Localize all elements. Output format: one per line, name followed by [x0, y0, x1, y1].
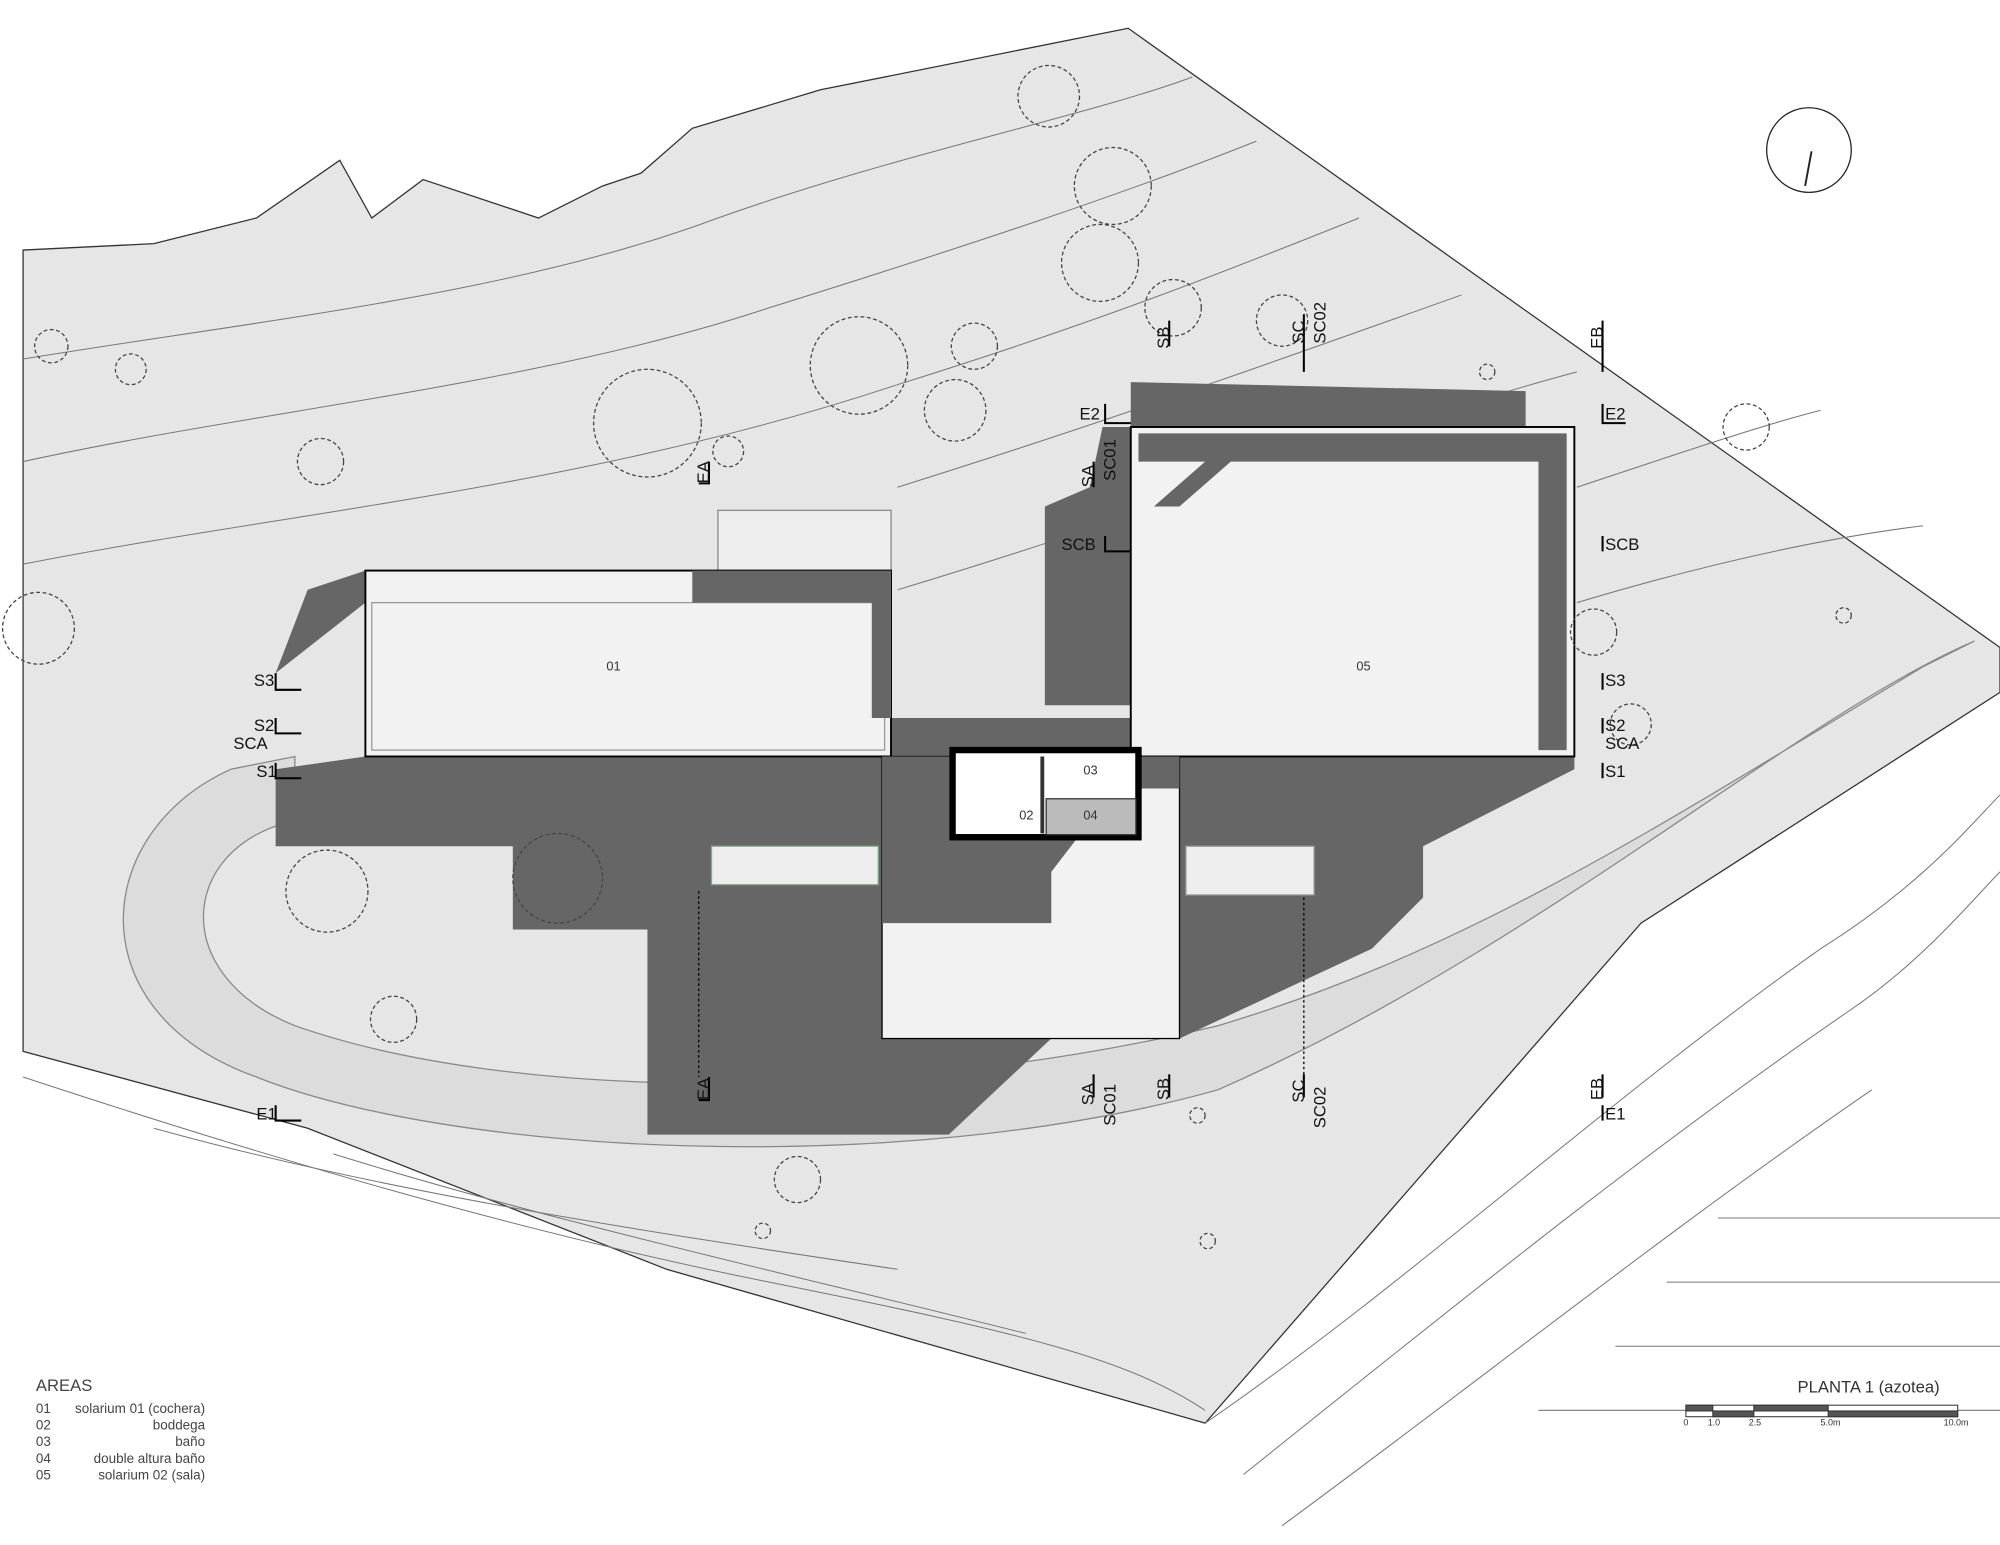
room-label-04: 04	[1083, 807, 1097, 822]
section-s2-right: S2	[1605, 716, 1625, 735]
tree-icon	[512, 832, 604, 924]
roof-overhang-01	[692, 570, 892, 719]
tree-icon	[809, 316, 909, 415]
section-s2-left: S2	[254, 716, 274, 735]
section-e2-left: E2	[1079, 404, 1099, 423]
section-sc-bottom: SC	[1289, 1079, 1308, 1102]
section-ea-top: EA	[694, 460, 713, 483]
section-scb-right: SCB	[1605, 535, 1639, 554]
section-ea-bottom: EA	[694, 1077, 713, 1100]
tree-icon	[1478, 363, 1496, 381]
section-sc-top: SC	[1289, 321, 1308, 344]
legend-name: baño	[175, 1434, 205, 1449]
section-e1-right: E1	[1605, 1104, 1625, 1123]
north-arrow-icon	[1766, 107, 1852, 194]
driveway	[122, 640, 1975, 1148]
tree-icon	[285, 849, 369, 933]
north-arrow-needle	[1804, 151, 1813, 187]
room-label-01: 01	[606, 659, 620, 674]
section-e1-left: E1	[256, 1104, 276, 1123]
tree-icon	[950, 322, 999, 370]
scale-tick: 10.0m	[1944, 1418, 1969, 1428]
tree-icon	[712, 435, 745, 468]
lower-deck-right	[1185, 845, 1315, 896]
scale-tick: 2.5	[1749, 1418, 1761, 1428]
section-eb-bottom: EB	[1588, 1078, 1607, 1100]
section-s3-left: S3	[254, 671, 274, 690]
section-sa-top: SA	[1079, 464, 1098, 487]
room-label-05: 05	[1356, 659, 1370, 674]
room-label-02: 02	[1019, 807, 1033, 822]
tree-icon	[1144, 278, 1202, 337]
tree-icon	[369, 995, 418, 1044]
tree-icon	[1609, 703, 1652, 746]
lower-deck-left	[710, 845, 879, 886]
room-label-03: 03	[1083, 762, 1097, 777]
tree-icon	[773, 1155, 822, 1204]
tree-icon	[1, 591, 75, 665]
tree-icon	[33, 328, 69, 364]
legend-num: 01	[36, 1401, 51, 1416]
legend-name: boddega	[153, 1418, 206, 1433]
tree-icon	[1722, 403, 1770, 451]
drawing-title: PLANTA 1 (azotea)	[1797, 1377, 1939, 1396]
section-sc02-bottom: SC02	[1311, 1087, 1330, 1129]
legend-num: 03	[36, 1434, 51, 1449]
bath-double-height	[1045, 798, 1137, 836]
section-sb-top: SB	[1154, 327, 1173, 349]
tree-icon	[1017, 64, 1081, 128]
trees	[1, 64, 1852, 1250]
areas-legend: AREAS 01 solarium 01 (cochera) 02 boddeg…	[36, 1376, 206, 1482]
contour-lines	[22, 76, 2000, 1527]
tree-icon	[1835, 607, 1852, 624]
stair-deck	[717, 509, 892, 572]
scale-tick: 1.0	[1708, 1418, 1720, 1428]
section-eb-top: EB	[1588, 327, 1607, 349]
section-sb-bottom: SB	[1154, 1078, 1173, 1100]
scale-tick: 5.0m	[1821, 1418, 1841, 1428]
tree-icon	[296, 437, 345, 486]
legend-num: 04	[36, 1451, 51, 1466]
scale-ticks: 0 1.0 2.5 5.0m 10.0m	[1683, 1418, 1968, 1428]
tree-icon	[923, 378, 987, 442]
legend-name: solarium 01 (cochera)	[75, 1401, 205, 1416]
tree-icon	[1189, 1107, 1206, 1124]
section-sc01-bottom: SC01	[1100, 1084, 1119, 1126]
tree-icon	[114, 353, 147, 386]
section-e2-right: E2	[1605, 404, 1625, 423]
section-sc02-top: SC02	[1311, 302, 1330, 344]
section-scb-left: SCB	[1062, 535, 1096, 554]
legend-num: 05	[36, 1468, 51, 1483]
tree-icon	[754, 1222, 772, 1240]
tree-icon	[1199, 1232, 1217, 1250]
tree-icon	[1569, 608, 1618, 656]
legend-num: 02	[36, 1418, 51, 1433]
legend-name: solarium 02 (sala)	[98, 1468, 205, 1483]
section-sc01-top: SC01	[1100, 439, 1119, 481]
section-s3-right: S3	[1605, 671, 1625, 690]
tree-icon	[1060, 223, 1140, 302]
scale-tick: 0	[1683, 1418, 1688, 1428]
section-s1-right: S1	[1605, 762, 1625, 781]
section-s1-left: S1	[256, 762, 276, 781]
legend-heading: AREAS	[36, 1376, 92, 1395]
tree-icon	[1073, 146, 1152, 226]
section-sa-bottom: SA	[1079, 1082, 1098, 1105]
tree-icon	[1255, 294, 1309, 347]
legend-name: double altura baño	[94, 1451, 205, 1466]
section-markers: EA EA SA SC01 SA SC01 SB SB SC SC02 SC S…	[233, 302, 1640, 1128]
scale-bar	[1685, 1404, 1959, 1418]
section-sca-left: SCA	[233, 734, 268, 753]
section-sca-right: SCA	[1605, 734, 1640, 753]
tree-icon	[592, 368, 702, 478]
